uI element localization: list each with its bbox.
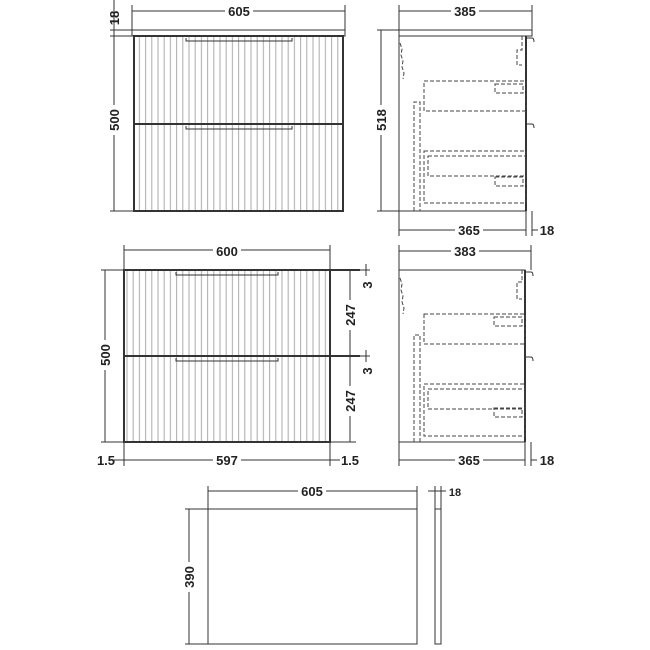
dimension-width: 605 (301, 484, 323, 499)
dimension-thickness: 18 (449, 487, 461, 499)
worktop-view: 605 390 18 (181, 483, 461, 645)
dimension-gap-mid: 3 (360, 367, 375, 374)
drawer-handle-top (185, 38, 293, 42)
dimension-depth: 385 (454, 4, 476, 19)
dimension-right-gap: 1.5 (341, 453, 359, 468)
dimension-drawer-height-top: 247 (343, 304, 358, 326)
drawer-handle-bottom (185, 126, 293, 130)
dimension-top-thickness: 18 (107, 11, 122, 25)
dimension-door-thickness: 18 (540, 223, 554, 238)
front-view-assembled: 605 18 500 (106, 0, 346, 212)
dimension-gap-top: 3 (360, 281, 375, 288)
dimension-drawer-height-bottom: 247 (343, 390, 358, 412)
dimension-height: 518 (374, 109, 389, 131)
dimension-depth: 390 (182, 566, 197, 588)
front-view-unit: 600 500 247 247 3 3 597 1.5 1.5 (97, 243, 375, 468)
worktop-edge (434, 508, 442, 645)
dimension-depth: 383 (454, 244, 476, 259)
dimension-left-gap: 1.5 (97, 453, 115, 468)
side-view-unit: 383 365 18 (398, 243, 554, 468)
dimension-body-depth: 365 (458, 453, 480, 468)
side-view-assembled: 385 518 365 18 (373, 3, 554, 238)
dimension-door-thickness: 18 (540, 453, 554, 468)
dimension-door-width: 597 (216, 453, 238, 468)
drawer-handle-top (175, 272, 279, 276)
dimension-height: 500 (98, 344, 113, 366)
worktop-top (207, 508, 418, 645)
dimension-body-depth: 365 (458, 223, 480, 238)
dimension-height: 500 (107, 109, 122, 131)
dimension-width: 600 (216, 244, 238, 259)
dimension-width: 605 (228, 4, 250, 19)
drawer-handle-bottom (175, 358, 279, 362)
